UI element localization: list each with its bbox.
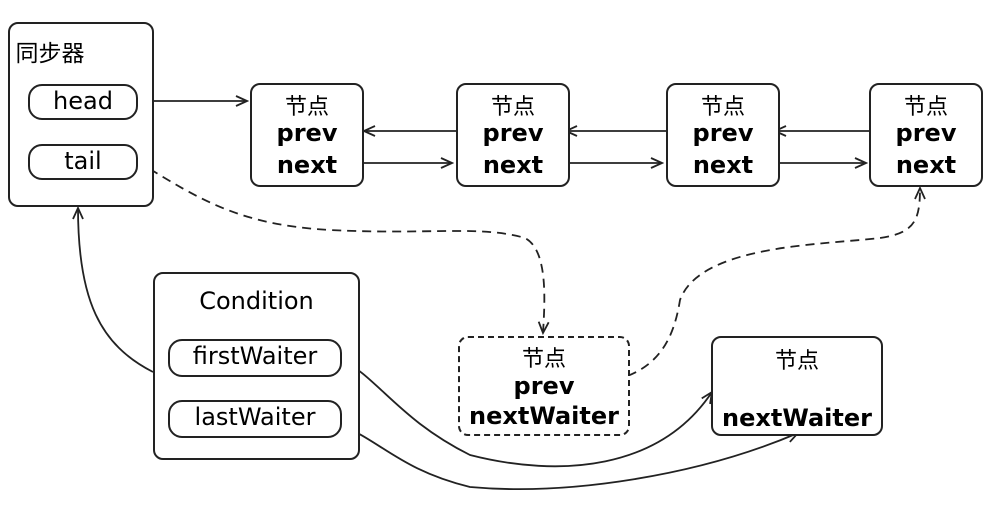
moving-waiter-node: 节点 prev nextWaiter [458,336,630,436]
condition-to-synchronizer-arrow [78,208,154,373]
head-field: head [28,84,138,120]
synchronizer-box: 同步器 head tail [8,22,154,207]
sync-node-title: 节点 [903,95,948,120]
moving-node-prev-arrow [583,188,920,386]
condition-title: Condition [199,287,314,315]
sync-node-title: 节点 [284,95,329,120]
sync-node-2: 节点 prev next [456,83,570,187]
first-waiter-field: firstWaiter [168,339,342,377]
next-field: next [482,151,544,179]
last-waiter-arrow [339,424,798,490]
next-waiter-field: nextWaiter [469,402,619,430]
prev-field: prev [895,119,957,147]
prev-field: prev [276,119,338,147]
last-waiter-field: lastWaiter [168,400,342,438]
sync-node-1: 节点 prev next [250,83,364,187]
synchronizer-title: 同步器 [15,41,85,67]
tail-field: tail [28,144,138,180]
sync-node-3: 节点 prev next [666,83,780,187]
tail-waiter-node: 节点 nextWaiter [711,336,883,436]
sync-node-title: 节点 [700,95,745,120]
next-field: next [276,151,338,179]
next-field: next [692,151,754,179]
first-waiter-arrow [339,357,712,468]
tail-to-moving-node-arrow [136,160,544,333]
next-field: next [895,151,957,179]
prev-field: prev [482,119,544,147]
prev-field: prev [692,119,754,147]
sync-node-4: 节点 prev next [869,83,983,187]
sync-node-title: 节点 [490,95,535,120]
condition-box: Condition firstWaiter lastWaiter [153,272,360,460]
prev-field: prev [513,372,575,400]
tail-node-title: 节点 [774,349,819,374]
moving-node-title: 节点 [521,347,566,372]
next-waiter-field: nextWaiter [722,404,872,432]
